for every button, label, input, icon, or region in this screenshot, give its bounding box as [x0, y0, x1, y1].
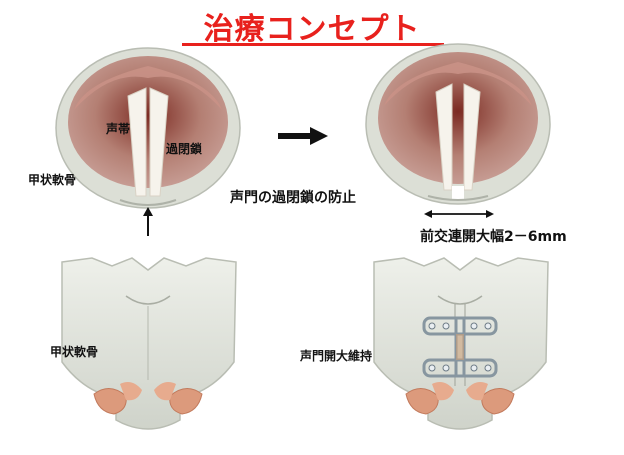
thyroid-cartilage-right — [374, 258, 548, 429]
larynx-view-left — [56, 48, 240, 208]
label-vocal-cord: 声帯 — [106, 120, 130, 137]
label-prevention: 声門の過閉鎖の防止 — [230, 187, 356, 207]
larynx-view-right — [366, 44, 550, 204]
label-thyroid-cartilage-top: 甲状軟骨 — [28, 171, 76, 188]
label-glottis-open-maintain: 声門開大維持 — [300, 347, 372, 364]
label-widening: 前交連開大幅2－6mm — [420, 226, 567, 246]
implant-core — [456, 334, 464, 360]
right-arrow — [278, 127, 328, 145]
up-arrow — [143, 207, 153, 236]
label-thyroid-cartilage-bottom: 甲状軟骨 — [50, 343, 98, 360]
label-excessive-closure: 過閉鎖 — [166, 140, 202, 157]
width-double-arrow — [424, 210, 494, 218]
widened-gap — [452, 186, 464, 200]
